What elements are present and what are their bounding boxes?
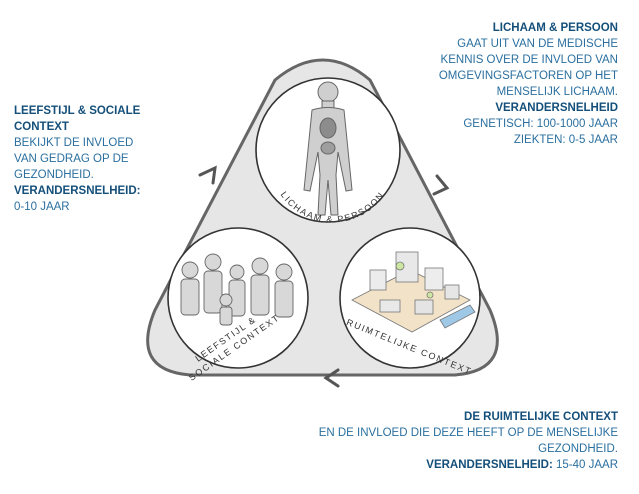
lichaam-rate-genetisch: GENETISCH: 100-1000 JAAR xyxy=(463,118,618,130)
lichaam-line-2: KENNIS OVER DE INVLOED VAN xyxy=(440,54,618,66)
arrow-icon xyxy=(198,165,450,388)
leefstijl-line-1: BEKIJKT DE INVLOED xyxy=(14,137,134,149)
lichaam-line-4: MENSELIJK LICHAAM. xyxy=(496,86,618,98)
circle-leefstijl: LEEFSTIJL & SOCIALE CONTEXT xyxy=(167,227,309,383)
city-block-illustration xyxy=(351,251,476,333)
ruimte-line-2: GEZONDHEID. xyxy=(538,443,618,455)
ruimte-heading: DE RUIMTELIJKE CONTEXT xyxy=(464,411,618,423)
leefstijl-line-2: VAN GEDRAG OP DE xyxy=(14,153,129,165)
lichaam-line-1: GAAT UIT VAN DE MEDISCHE xyxy=(457,38,618,50)
ruimte-rate: VERANDERSNELHEID: 15-40 JAAR xyxy=(300,457,618,473)
ruimte-rate-value: 15-40 JAAR xyxy=(552,459,618,471)
leefstijl-description: LEEFSTIJL & SOCIALE CONTEXT BEKIJKT DE I… xyxy=(14,103,174,215)
lichaam-description: LICHAAM & PERSOON GAAT UIT VAN DE MEDISC… xyxy=(398,20,618,148)
leefstijl-line-3: GEZONDHEID. xyxy=(14,169,94,181)
leefstijl-rate-label: VERANDERSNELHEID: xyxy=(14,185,141,197)
lichaam-rate-label: VERANDERSNELHEID xyxy=(495,102,618,114)
lichaam-rate-ziekten: ZIEKTEN: 0-5 JAAR xyxy=(513,134,618,146)
leefstijl-heading-1: LEEFSTIJL & SOCIALE xyxy=(14,105,141,117)
people-group-illustration xyxy=(180,253,294,326)
circle-lichaam-persoon: LICHAAM & PERSOON xyxy=(255,77,401,225)
leefstijl-heading-2: CONTEXT xyxy=(14,121,69,133)
human-body-icon xyxy=(303,81,353,216)
ruimte-rate-label: VERANDERSNELHEID: xyxy=(426,459,553,471)
lichaam-line-3: OMGEVINGSFACTOREN OP HET xyxy=(438,70,618,82)
ruimte-line-1: EN DE INVLOED DIE DEZE HEEFT OP DE MENSE… xyxy=(318,427,618,439)
lichaam-heading: LICHAAM & PERSOON xyxy=(492,22,618,34)
ruimte-description: DE RUIMTELIJKE CONTEXT EN DE INVLOED DIE… xyxy=(300,409,618,473)
leefstijl-rate-value: 0-10 JAAR xyxy=(14,201,70,213)
